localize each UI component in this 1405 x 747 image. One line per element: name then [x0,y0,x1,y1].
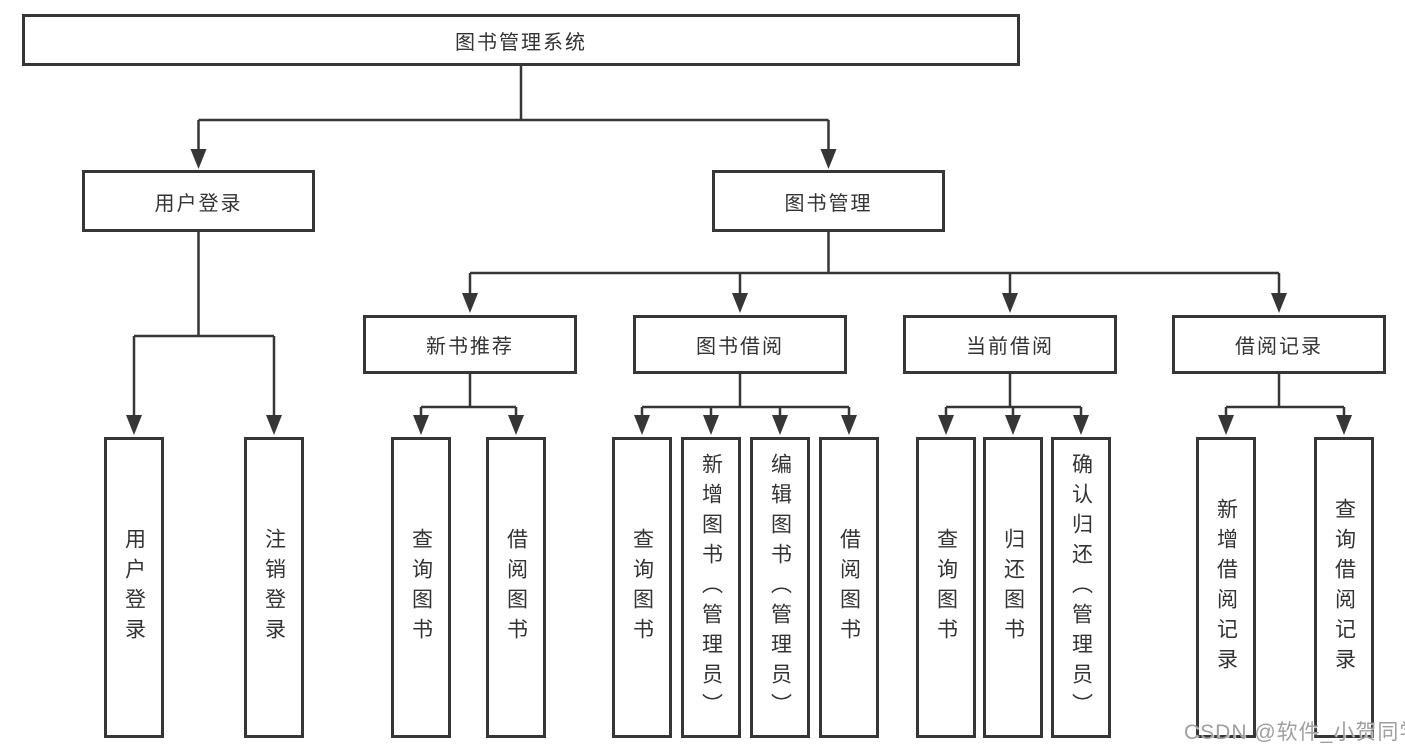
connector-current-borrow [944,374,1083,421]
arrowhead [1218,415,1234,435]
arrowhead [126,415,142,435]
node-label: 新增借阅记录 [1214,497,1238,678]
arrowhead [462,293,478,313]
connector-book-borrow [640,374,851,421]
node-label: 查询图书 [934,527,958,648]
leaf-br-query-record: 查询借阅记录 [1314,437,1374,738]
arrowhead [1005,415,1021,435]
arrowhead [1002,293,1018,313]
leaf-user-login: 用户登录 [104,437,164,738]
leaf-cb-confirm-return-admin: 确认归还（管理员） [1051,437,1111,738]
node-book-borrow: 图书借阅 [633,315,847,374]
arrowhead [190,149,207,169]
leaf-bb-borrow-books: 借阅图书 [819,437,879,738]
node-label: 注销登录 [262,527,286,648]
arrowhead [1336,415,1352,435]
node-label: 查询借阅记录 [1332,497,1356,678]
node-label: 借阅图书 [837,527,861,648]
node-label: 借阅记录 [1235,336,1323,358]
node-user-login-group: 用户登录 [82,170,315,232]
arrowhead [413,415,429,435]
arrowhead [266,415,282,435]
node-label: 当前借阅 [966,336,1054,358]
arrowhead [508,415,524,435]
node-label: 编辑图书（管理员） [768,452,792,723]
arrowhead [634,415,650,435]
node-label: 用户登录 [122,527,146,648]
leaf-bb-edit-books-admin: 编辑图书（管理员） [750,437,810,738]
connector-new-book-recommend [419,374,518,421]
arrowhead [1073,415,1089,435]
leaf-cb-return-books: 归还图书 [983,437,1043,738]
node-borrow-records: 借阅记录 [1172,315,1386,374]
node-label: 用户登录 [154,192,243,215]
arrowhead [772,415,788,435]
connector-user-login [132,232,276,421]
node-library-management-system: 图书管理系统 [22,14,1020,66]
node-label: 确认归还（管理员） [1069,452,1093,723]
leaf-nbr-borrow-books: 借阅图书 [486,437,546,738]
watermark-csdn: CSDN @软件_小贺同学 [1184,721,1405,744]
leaf-br-add-record: 新增借阅记录 [1196,437,1256,738]
node-label: 图书管理 [784,192,873,215]
connector-root [197,66,830,155]
node-label: 归还图书 [1001,527,1025,648]
node-label: 图书借阅 [696,336,784,358]
connector-borrow-records [1224,374,1346,421]
node-label: 新书推荐 [426,336,514,358]
node-label: 查询图书 [630,527,654,648]
node-label: 图书管理系统 [455,31,587,54]
arrowhead [732,293,748,313]
node-current-borrow: 当前借阅 [903,315,1117,374]
leaf-logout: 注销登录 [244,437,304,738]
arrowhead [841,415,857,435]
node-label: 查询图书 [409,527,433,648]
arrowhead [703,415,719,435]
node-new-book-recommend: 新书推荐 [363,315,577,374]
node-label: 借阅图书 [504,527,528,648]
arrowhead [938,415,954,435]
node-book-management: 图书管理 [712,170,945,232]
leaf-nbr-query-books: 查询图书 [391,437,451,738]
arrowhead [820,149,837,169]
leaf-bb-query-books: 查询图书 [612,437,672,738]
connector-book-management [468,232,1281,299]
node-label: 新增图书（管理员） [699,452,723,723]
leaf-cb-query-books: 查询图书 [916,437,976,738]
arrowhead [1271,293,1287,313]
leaf-bb-add-books-admin: 新增图书（管理员） [681,437,741,738]
